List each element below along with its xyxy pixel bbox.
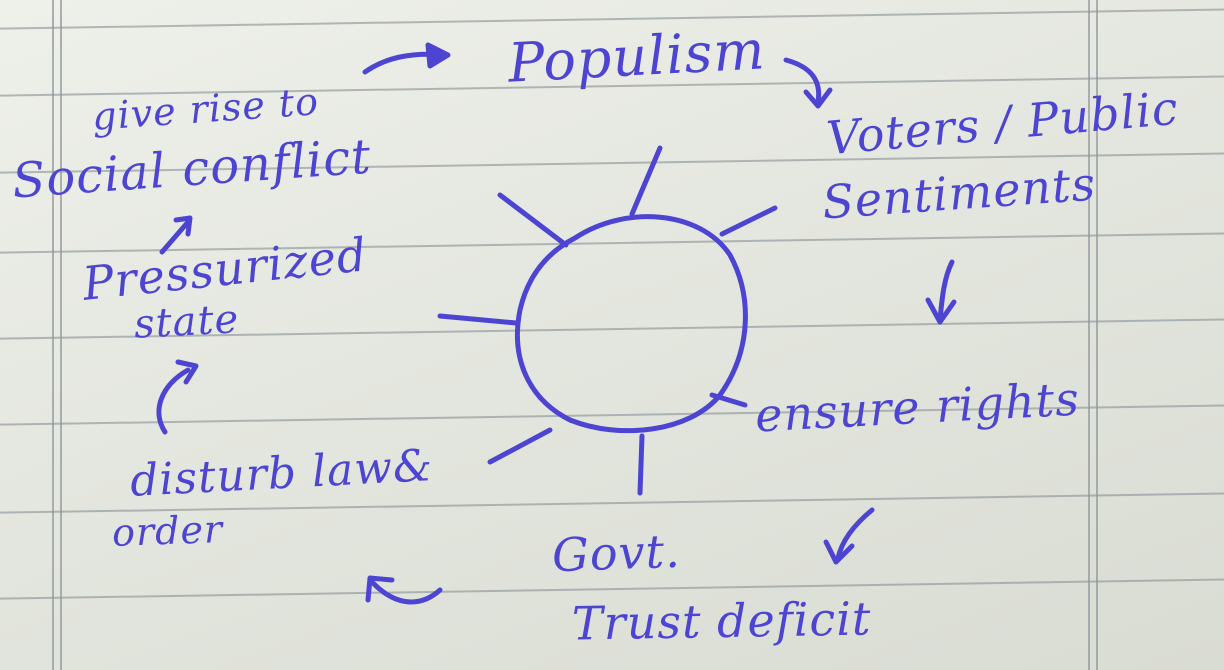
- arrow-to-ensure-rights: [937, 259, 955, 323]
- arrowhead: [803, 87, 833, 109]
- arrowhead: [925, 297, 957, 325]
- margin-line-right-2: [1096, 0, 1098, 670]
- arrowhead: [173, 215, 193, 237]
- label-populism: Populism: [506, 18, 767, 95]
- ray: [719, 205, 778, 237]
- ray: [709, 392, 748, 408]
- arrow-to-govt: [835, 507, 875, 561]
- margin-line-left-2: [60, 0, 62, 670]
- arrow-to-pressurized: [156, 367, 191, 435]
- margin-line-right: [1088, 0, 1090, 670]
- ray: [497, 192, 569, 248]
- label-govt: Govt.: [551, 523, 682, 583]
- arrowhead: [823, 539, 855, 565]
- ray: [437, 313, 519, 326]
- arrowhead: [425, 42, 451, 69]
- label-order: order: [111, 507, 224, 555]
- arrowhead: [365, 575, 395, 603]
- margin-line-left: [52, 0, 54, 670]
- ray: [629, 145, 663, 217]
- arrow-to-disturb-law: [369, 579, 443, 605]
- central-circle: [514, 214, 748, 434]
- arrow-to-voters: [783, 57, 822, 105]
- label-state: state: [132, 296, 241, 348]
- ray: [487, 427, 553, 465]
- label-trust-deficit: Trust deficit: [571, 591, 872, 651]
- arrowhead: [175, 359, 199, 385]
- arrow-to-social-conflict: [159, 219, 191, 255]
- ray: [637, 433, 645, 496]
